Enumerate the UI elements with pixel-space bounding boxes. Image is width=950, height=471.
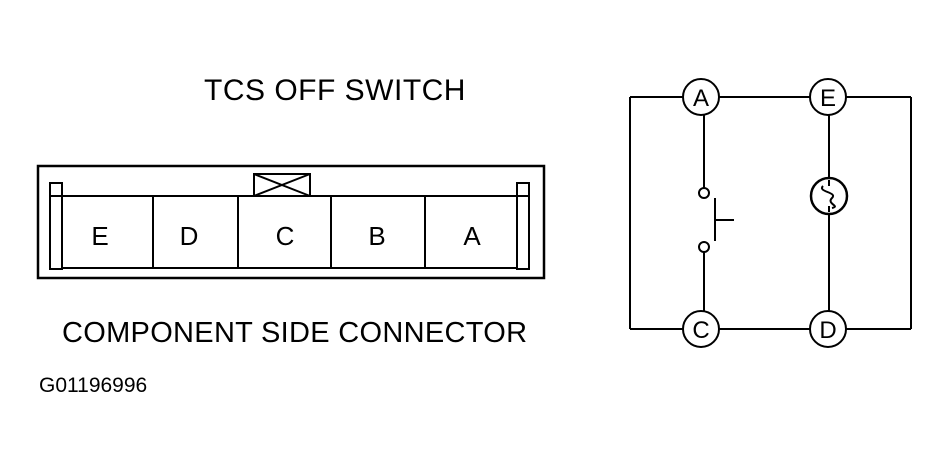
terminal-e-circle [809, 78, 847, 116]
terminal-c-label: C [692, 317, 709, 344]
terminal-a-circle [682, 78, 720, 116]
schematic-wiring [629, 96, 912, 330]
connector-pin-label: B [368, 221, 385, 251]
terminal-d-label: D [819, 317, 836, 344]
connector-housing [36, 164, 546, 280]
terminal-a-label: A [693, 85, 709, 112]
connector-pin-label: C [276, 221, 295, 251]
connector-pin-label: E [91, 221, 108, 251]
terminal-c-circle [682, 310, 720, 348]
diagram-title: TCS OFF SWITCH [204, 74, 466, 107]
terminal-d-circle [809, 310, 847, 348]
lamp-symbol [809, 176, 849, 216]
connector-latch [253, 173, 311, 197]
terminal-e-label: E [820, 85, 836, 112]
switch-symbol [698, 187, 734, 253]
connector-caption: COMPONENT SIDE CONNECTOR [62, 317, 528, 349]
figure-code: G01196996 [39, 374, 148, 397]
connector-pin-label: A [463, 221, 481, 251]
connector-pin-label: D [180, 221, 199, 251]
